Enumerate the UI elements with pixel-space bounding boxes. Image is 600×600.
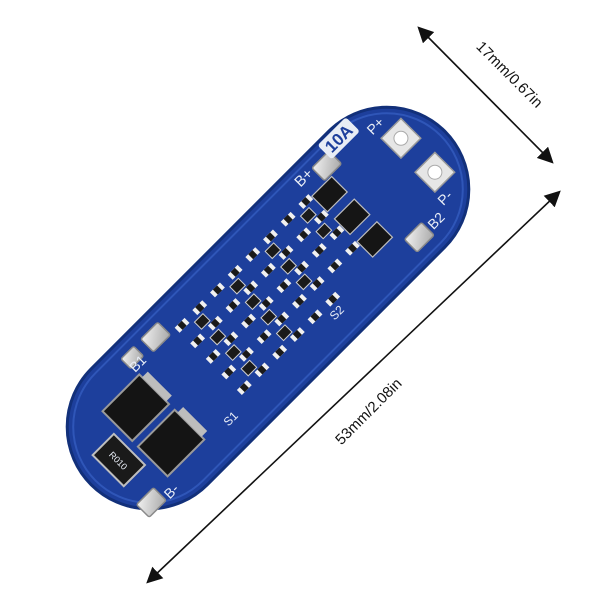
pad-b1 [140, 322, 171, 352]
output-terminals [380, 117, 456, 194]
pad-b2 [404, 222, 435, 253]
power-mosfets [101, 371, 208, 478]
pcb-board: R010 10A B+ P+ P- B2 B1 B- S1 [65, 105, 471, 518]
width-label: 17mm/0.67in [473, 38, 546, 111]
pad-b-plus [311, 151, 342, 181]
length-label: 53mm/2.08in [332, 375, 405, 448]
shunt-resistor: R010 [91, 432, 147, 488]
smd-grid [174, 175, 394, 395]
solder-pads [121, 151, 435, 518]
pad-b-minus [136, 487, 167, 518]
pad-extra [121, 346, 144, 369]
